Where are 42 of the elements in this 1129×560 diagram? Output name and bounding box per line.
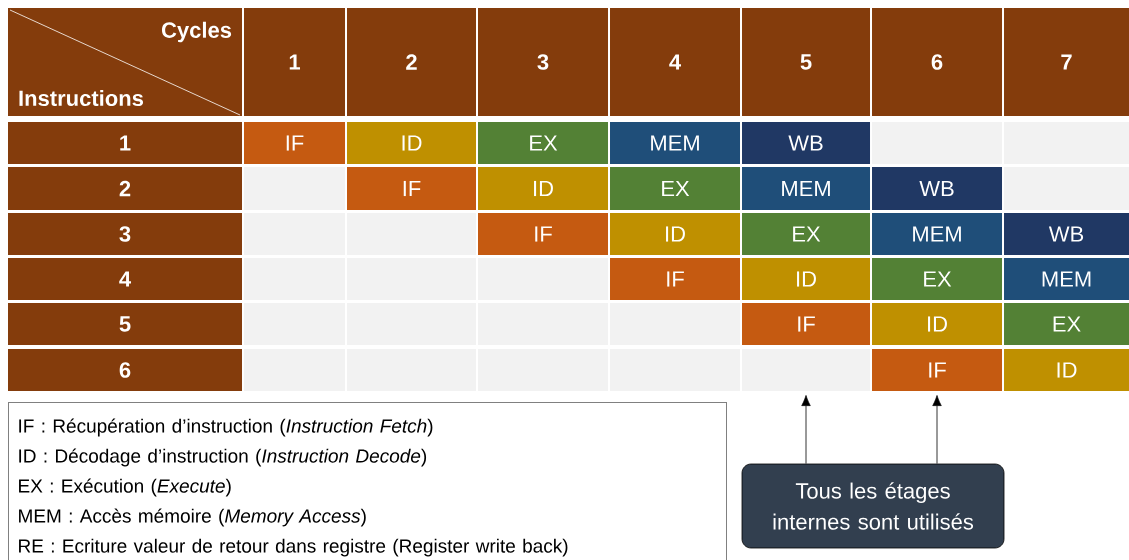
- table-cell: IF: [872, 349, 1002, 391]
- arrow: [932, 395, 942, 464]
- row-header-cell: 1: [8, 122, 242, 164]
- table-cell: MEM: [1004, 258, 1129, 300]
- table-cell: MEM: [610, 122, 740, 164]
- row-header-cell: 3: [8, 213, 242, 255]
- table-cell: EX: [872, 258, 1002, 300]
- table-cell: ID: [347, 122, 476, 164]
- header-cell: 3: [478, 8, 608, 116]
- header-cell: 7: [1004, 8, 1129, 116]
- table-cell: ID: [610, 213, 740, 255]
- table-cell: EX: [610, 167, 740, 210]
- table-cell: WB: [872, 167, 1002, 210]
- table-cell: ID: [1004, 349, 1129, 391]
- table-cell: ID: [872, 303, 1002, 345]
- table-cell: EX: [478, 122, 608, 164]
- table-cell: IF: [244, 122, 345, 164]
- header-cell: 2: [347, 8, 476, 116]
- arrow: [801, 395, 811, 464]
- table-cell: IF: [347, 167, 476, 210]
- table-cell: WB: [742, 122, 870, 164]
- table-cell: MEM: [742, 167, 870, 210]
- table-cell: ID: [742, 258, 870, 300]
- legend-box: IF : Récupération d’instruction (Instruction Fetch) ID : Décodage d’instruction (Instruction Decode) EX : Exécution (Execute) MEM : Accès mémoire (Memory Access) RE : Ecriture valeur de retour dans registre (Register write back): [8, 402, 727, 560]
- table-cell: WB: [1004, 213, 1129, 255]
- row-header-cell: 6: [8, 349, 242, 391]
- row-header-cell: 2: [8, 167, 242, 210]
- row-header-cell: 5: [8, 303, 242, 345]
- table-cell: MEM: [872, 213, 1002, 255]
- table-cell: EX: [1004, 303, 1129, 345]
- table-cell: IF: [742, 303, 870, 345]
- table-cell: IF: [478, 213, 608, 255]
- header-cell: 4: [610, 8, 740, 116]
- header-cell: Cycles Instructions: [8, 8, 242, 116]
- table-cell: ID: [478, 167, 608, 210]
- header-cell: 5: [742, 8, 870, 116]
- header-cell: 1: [244, 8, 345, 116]
- callout-box: Tous les étages internes sont utilisés: [741, 463, 1005, 549]
- row-header-cell: 4: [8, 258, 242, 300]
- table-cell: IF: [610, 258, 740, 300]
- table-cell: EX: [742, 213, 870, 255]
- header-cell: 6: [872, 8, 1002, 116]
